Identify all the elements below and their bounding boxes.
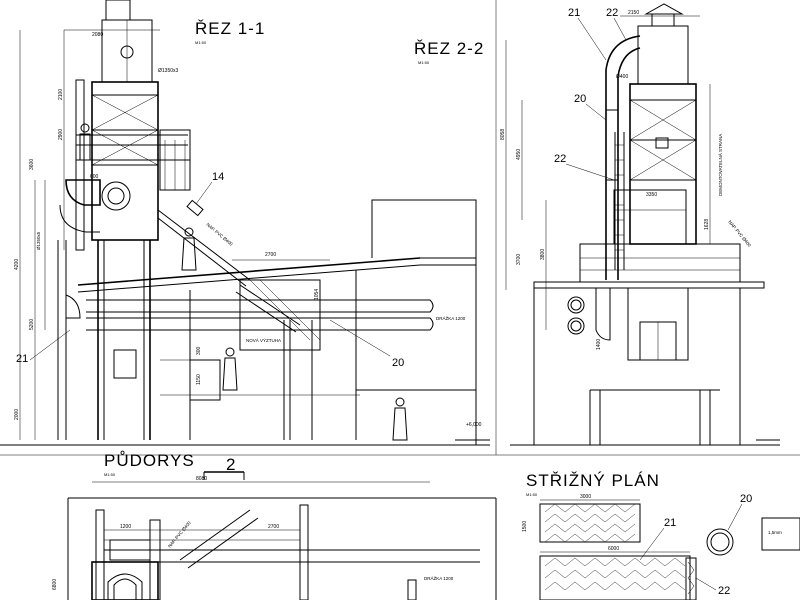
stack-port — [120, 45, 134, 59]
dim-1054: 1054 — [314, 289, 320, 300]
dim-3350: 3350 — [646, 192, 657, 198]
duct-20-vertical — [605, 35, 641, 280]
scrubber-column — [91, 81, 159, 241]
dim-2100: 2100 — [58, 89, 64, 100]
elevation-mark: +6,000 — [466, 422, 482, 428]
dim-6800: 6800 — [52, 579, 58, 590]
callout-21-top: 21 — [568, 7, 580, 19]
sump-tank — [613, 189, 687, 245]
cut-plan: 3000 1500 6000 21 20 22 1,5mm — [522, 493, 800, 600]
dim-400: Ø400 — [616, 74, 628, 80]
dim-2150: 2150 — [628, 10, 639, 16]
dim-2080: 2080 — [92, 32, 103, 38]
plan-view: 8080 1200 2700 DRÁŽKA 1200 NAP. PVC Ø400… — [52, 476, 497, 600]
dim-2000: 2000 — [14, 409, 20, 420]
note-nova-vyztuha: NOVÁ VÝZTUHA — [246, 337, 281, 343]
scale-rez-2-2: M1:50 — [418, 60, 430, 65]
note-drazka-plan: DRÁŽKA 1200 — [424, 574, 454, 581]
note-plech: 1,5mm — [768, 530, 782, 535]
service-platform — [579, 243, 741, 283]
scale-rez-1-1: M1:50 — [195, 40, 207, 45]
dim-1200: 1200 — [120, 524, 131, 530]
inlet-elbow — [65, 179, 101, 206]
callout-22-top: 22 — [606, 7, 618, 19]
callout-20-right: 20 — [574, 93, 586, 105]
title-rez-2-2: ŘEZ 2-2 — [414, 39, 484, 58]
section-1-1: 2080 Ø1350x3 2900 2100 3600 4200 5200 20… — [14, 0, 191, 440]
dim-600: 600 — [90, 174, 99, 180]
duct-upper — [86, 299, 434, 313]
sheet-22 — [539, 555, 691, 600]
fan-housing — [101, 181, 131, 211]
dim-4200: 4200 — [14, 259, 20, 270]
lower-cabinet — [113, 349, 137, 379]
dim-2900: 2900 — [58, 129, 64, 140]
legend-box — [761, 517, 800, 551]
callout-21-plan: 21 — [664, 517, 676, 529]
ring-20 — [706, 528, 734, 556]
scale-pudorys: M1:50 — [104, 472, 116, 477]
note-demont: DEMONTOVATELNÁ STRANA — [717, 134, 723, 196]
dim-1500: 1500 — [522, 521, 528, 532]
callout-22-right: 22 — [554, 153, 566, 165]
dim-3600: 3600 — [29, 159, 35, 170]
callout-20-plan: 20 — [740, 493, 752, 505]
pipe-upper — [567, 296, 585, 314]
dim-3000: 3000 — [580, 494, 591, 500]
dim-3700: 3700 — [516, 254, 522, 265]
left-railing-post — [75, 79, 85, 251]
note-vychozi: Ø1350x5 — [36, 231, 41, 250]
note-nap-pvc: NAP. PVC Ø400 — [205, 222, 234, 247]
callout-20-mid: 20 — [392, 357, 404, 369]
dim-1350: Ø1350x3 — [158, 68, 179, 74]
callout-21-left: 21 — [16, 353, 28, 365]
dim-6000: 6000 — [608, 546, 619, 552]
stack-r — [637, 25, 689, 85]
duct-lower — [86, 317, 434, 331]
dim-8058: 8058 — [500, 129, 506, 140]
section-mark-2: 2 — [226, 455, 236, 474]
section-2-2: 2150 8058 4950 3700 3800 1628 Ø400 3350 … — [500, 3, 780, 446]
dim-4950: 4950 — [516, 149, 522, 160]
dim-5200: 5200 — [29, 319, 35, 330]
dim-1150: 1150 — [196, 374, 202, 385]
building-section: +6,000 2700 1054 300 1150 NOVÁ VÝZTUHA D… — [0, 171, 490, 446]
stack-cap — [644, 3, 684, 15]
callout-22-plan: 22 — [718, 585, 730, 597]
dim-1400: 1400 — [596, 339, 602, 350]
stack-top — [105, 0, 131, 21]
plan-scrubber — [91, 561, 159, 600]
title-strizny-plan: STŘIŽNÝ PLÁN — [526, 471, 660, 490]
dim-300: 300 — [196, 346, 202, 355]
title-rez-1-1: ŘEZ 1-1 — [195, 19, 265, 38]
dim-3800: 3800 — [540, 249, 546, 260]
dim-2700: 2700 — [265, 252, 276, 258]
title-pudorys: PŮDORYS — [104, 451, 195, 470]
sheet-21 — [539, 503, 641, 543]
scale-strizny-plan: M1:50 — [526, 492, 538, 497]
callout-14: 14 — [212, 171, 224, 183]
note-drazka: DRÁŽKA 1200 — [436, 314, 466, 321]
dim-2700-plan: 2700 — [268, 524, 279, 530]
dim-8080: 8080 — [196, 476, 207, 482]
dim-1628: 1628 — [704, 219, 710, 230]
pipe-lower — [567, 317, 585, 335]
note-nap-pvc-plan: NAP. PVC Ø400 — [167, 520, 192, 549]
